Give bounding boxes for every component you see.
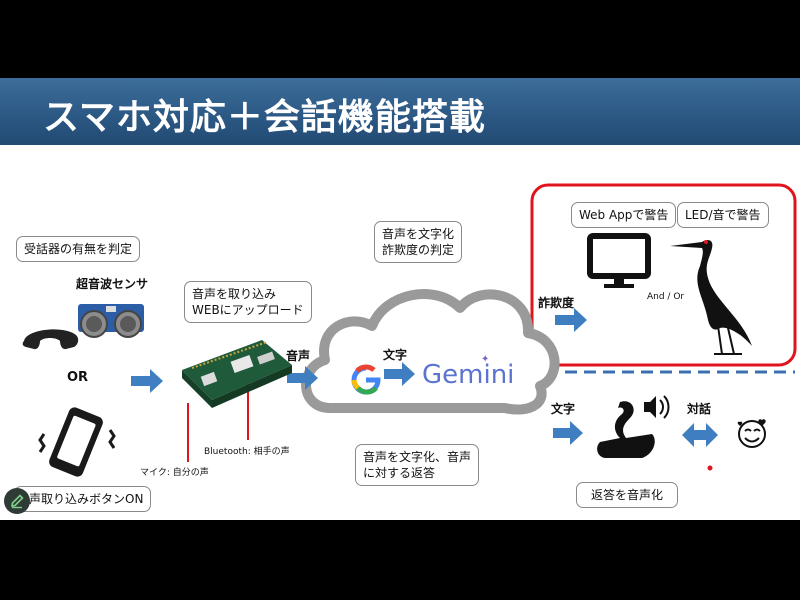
smile-face-icon (737, 419, 766, 448)
callout-upload: 音声を取り込み WEBにアップロード (184, 281, 312, 323)
callout-web-app-warning[interactable]: Web Appで警告 (571, 202, 677, 228)
alert-frame (530, 183, 797, 367)
swan-speaker-icon (597, 395, 670, 458)
google-g-icon (351, 364, 381, 395)
gemini-sparkle-icon: ✦ (481, 354, 490, 365)
callout-receiver-check: 受話器の有無を判定 (16, 236, 141, 262)
monitor-icon (587, 233, 651, 288)
label-and-or: And / Or (647, 292, 685, 302)
arrow-text-to-swan (553, 421, 583, 445)
tts-text: 返答を音声化 (591, 488, 664, 502)
callout-response: 音声を文字化、音声 に対する返答 (355, 444, 480, 486)
arrow-pi-to-cloud (287, 366, 318, 390)
label-or: OR (67, 370, 89, 385)
label-ultrasonic-sensor: 超音波センサ (76, 277, 149, 291)
label-text-out: 文字 (551, 402, 576, 416)
arrow-dialogue-double (682, 423, 718, 447)
upload-line1: 音声を取り込み (192, 287, 277, 301)
callout-text-fraud: 音声を文字化 詐欺度の判定 (374, 221, 463, 263)
ultrasonic-sensor-icon (78, 304, 144, 338)
response-line1: 音声を文字化、音声 (363, 450, 472, 464)
gemini-logo-text: Gemini (422, 360, 515, 390)
text-fraud-line2: 詐欺度の判定 (382, 243, 455, 257)
label-text-inside-cloud: 文字 (383, 348, 408, 362)
smartphone-icon (38, 407, 116, 477)
label-bluetooth: Bluetooth: 相手の声 (204, 447, 290, 457)
label-fraud-degree: 詐欺度 (538, 296, 575, 310)
cloud-shape (301, 289, 560, 415)
upload-line2: WEBにアップロード (192, 303, 304, 317)
callout-led-warning[interactable]: LED/音で警告 (677, 202, 769, 228)
callout-tts: 返答を音声化 (576, 482, 679, 508)
heron-icon (670, 240, 752, 355)
receiver-check-text: 受話器の有無を判定 (24, 242, 133, 256)
slide: スマホ対応＋会話機能搭載 (0, 78, 800, 520)
led-warning-text: LED/音で警告 (685, 208, 761, 222)
response-line2: に対する返答 (363, 466, 436, 480)
label-mic: マイク: 自分の声 (140, 468, 209, 478)
voice-button-text: 声取り込みボタンON (29, 492, 144, 506)
arrow-to-alert (555, 308, 587, 332)
raspberry-pi-board-icon (182, 340, 292, 408)
arrow-input-to-pi (131, 369, 163, 393)
laser-pointer-dot (707, 465, 713, 471)
pencil-icon (11, 494, 24, 509)
title-bar: スマホ対応＋会話機能搭載 (0, 78, 800, 145)
telephone-icon (22, 329, 79, 350)
text-fraud-line1: 音声を文字化 (382, 227, 455, 241)
diagram-canvas (22, 183, 797, 477)
web-app-warning-text: Web Appで警告 (579, 208, 669, 222)
label-voice: 音声 (286, 349, 311, 363)
callout-voice-button: 声取り込みボタンON (14, 486, 152, 512)
label-dialogue: 対話 (687, 402, 712, 416)
slide-title: スマホ対応＋会話機能搭載 (43, 97, 486, 138)
arrows (131, 308, 718, 447)
pencil-edit-button[interactable] (4, 488, 30, 514)
arrow-google-to-gemini (384, 362, 415, 386)
